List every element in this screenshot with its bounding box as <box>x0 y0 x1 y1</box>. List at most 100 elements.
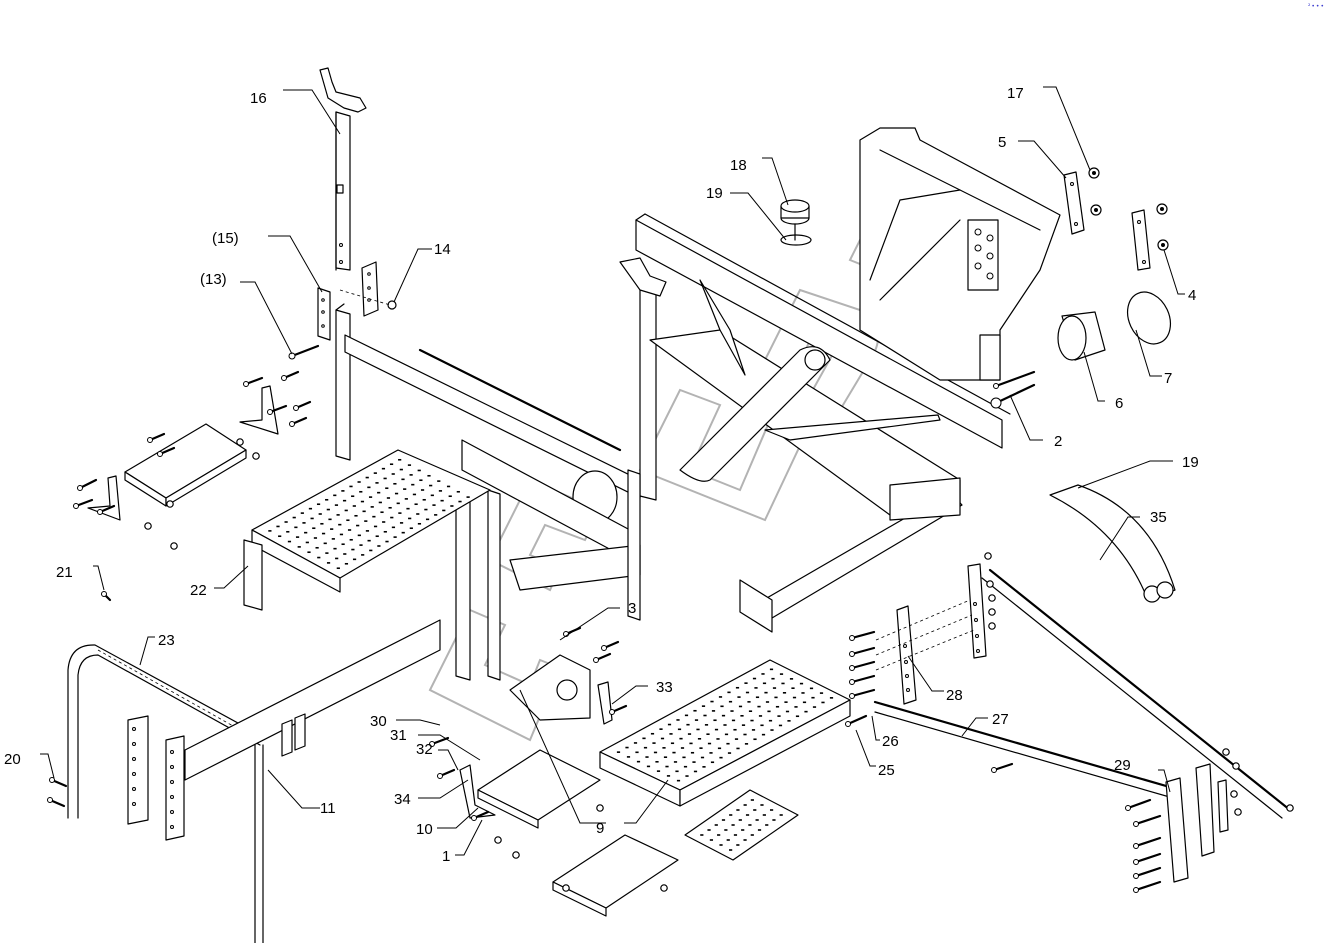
perforation-hole <box>779 673 784 675</box>
perforation-hole <box>720 705 724 708</box>
perforation-hole <box>789 678 794 680</box>
perforation-hole <box>308 507 313 510</box>
callout-16: 16 <box>250 90 267 107</box>
perforation-hole <box>721 819 726 821</box>
perforation-hole <box>385 487 389 490</box>
perforation-hole <box>778 724 783 727</box>
perforation-hole <box>408 517 412 520</box>
perforation-hole <box>728 700 733 703</box>
perforation-hole <box>382 521 386 523</box>
nut <box>1222 748 1230 756</box>
perforation-hole <box>684 714 689 717</box>
perforation-hole <box>748 824 752 826</box>
callout-30: 30 <box>370 713 387 730</box>
bolt-head <box>601 645 607 651</box>
perforation-hole <box>633 742 638 744</box>
perforation-hole <box>753 809 757 811</box>
perforation-hole <box>738 819 742 821</box>
perforation-hole <box>770 729 774 731</box>
perforation-hole <box>662 747 666 749</box>
callout-29: 29 <box>1114 757 1131 774</box>
perforation-hole <box>378 501 382 504</box>
perforation-hole <box>334 504 339 506</box>
perforation-hole <box>297 546 301 548</box>
perforation-hole <box>782 692 787 694</box>
perforation-hole <box>429 484 433 487</box>
perforation-hole <box>401 531 405 534</box>
perforation-hole <box>736 809 740 811</box>
perforation-hole <box>729 814 733 816</box>
perforation-hole <box>741 829 745 831</box>
perforation-hole <box>343 553 347 555</box>
bolt <box>1134 866 1162 878</box>
perforation-hole <box>693 770 698 773</box>
head-assembly <box>859 127 1061 381</box>
perforation-hole <box>672 751 676 754</box>
long-diagonal-rod <box>981 568 1292 819</box>
perforation-hole <box>726 839 730 841</box>
perforation-hole <box>335 557 339 560</box>
bolt-head <box>849 635 855 641</box>
perforation-hole <box>341 490 345 492</box>
perforation-hole <box>716 738 720 740</box>
perforation-hole <box>772 819 776 821</box>
perforation-hole <box>685 775 689 777</box>
perforation-hole <box>710 761 715 764</box>
perforation-hole <box>412 493 417 496</box>
perforation-hole <box>819 692 824 694</box>
perforation-hole <box>730 710 734 712</box>
perforation-hole <box>406 507 410 510</box>
perforation-hole <box>696 728 700 731</box>
perforation-hole <box>765 701 770 703</box>
bolt-head <box>1133 873 1139 879</box>
part-17-nuts <box>1088 167 1102 216</box>
bolt <box>1134 852 1162 864</box>
perforation-hole <box>682 756 686 759</box>
part-29-mounting-bracket <box>1165 763 1229 883</box>
bolt-head <box>991 767 997 773</box>
perforation-hole <box>432 504 436 506</box>
perforation-hole <box>321 532 326 535</box>
perforation-hole <box>699 747 703 749</box>
perforation-hole <box>325 498 329 501</box>
bolt-head <box>293 405 299 411</box>
perforation-hole <box>359 544 363 546</box>
perforation-hole <box>310 517 314 520</box>
perforation-hole <box>365 530 370 532</box>
part-13-bolt <box>288 344 320 360</box>
perforation-hole <box>761 673 765 675</box>
perforation-hole <box>466 496 470 498</box>
perforation-hole <box>665 765 669 768</box>
perforation-hole <box>341 543 345 546</box>
perforation-hole <box>675 770 679 773</box>
bolt-head <box>993 383 999 389</box>
perforation-hole <box>333 547 337 550</box>
perforation-hole <box>760 724 764 727</box>
bolt <box>1134 880 1162 892</box>
bolt-head <box>849 679 855 685</box>
bolt-head <box>289 421 295 427</box>
perforation-hole <box>731 719 736 722</box>
perforation-hole <box>317 556 321 559</box>
callout-20: 20 <box>4 751 21 768</box>
bolt-head <box>157 451 163 457</box>
callout-7: 7 <box>1164 370 1172 387</box>
perforation-hole <box>774 696 778 699</box>
nut <box>494 836 502 844</box>
perforation-hole <box>709 839 714 841</box>
nut <box>252 452 260 460</box>
perforation-hole <box>359 490 363 493</box>
perforation-hole <box>755 819 759 821</box>
perforation-hole <box>352 505 356 507</box>
perforation-hole <box>660 737 665 740</box>
part-18-cap <box>780 199 810 241</box>
left-small-step <box>87 385 279 521</box>
perforation-hole <box>399 468 403 471</box>
perforation-hole <box>769 809 774 811</box>
callout-19-upper: 19 <box>706 185 723 202</box>
perforation-hole <box>687 733 692 735</box>
perforation-hole <box>357 534 361 537</box>
callout-18: 18 <box>730 157 747 174</box>
perforation-hole <box>809 687 814 690</box>
nut <box>562 884 570 892</box>
